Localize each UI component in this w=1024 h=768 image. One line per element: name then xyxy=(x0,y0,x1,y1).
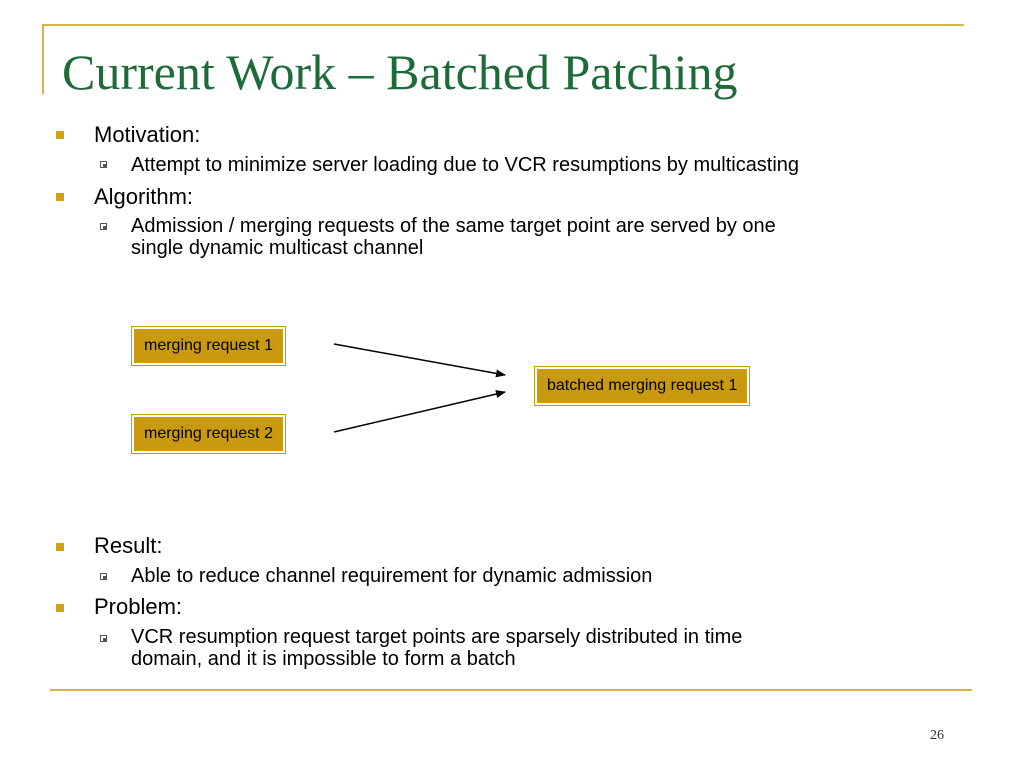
checkbox-bullet-icon xyxy=(100,573,107,580)
bottom-border-line xyxy=(50,689,972,691)
page-number: 26 xyxy=(930,728,944,743)
arrow-request-1-to-batch xyxy=(333,343,506,378)
bullet-algorithm: Algorithm: xyxy=(94,184,194,209)
checkbox-bullet-icon xyxy=(100,635,107,642)
algorithm-detail-line-1: Admission / merging requests of the same… xyxy=(131,215,776,237)
bullet-motivation: Motivation: xyxy=(94,122,201,147)
bullet-result: Result: xyxy=(94,533,163,558)
checkbox-bullet-icon xyxy=(100,161,107,168)
problem-detail: VCR resumption request target points are… xyxy=(131,626,951,670)
square-bullet-icon xyxy=(56,193,64,201)
square-bullet-icon xyxy=(56,543,64,551)
algorithm-detail: Admission / merging requests of the same… xyxy=(131,215,951,259)
merging-request-2-box: merging request 2 xyxy=(131,414,286,454)
batched-merging-request-box: batched merging request 1 xyxy=(533,366,751,406)
slide-title: Current Work – Batched Patching xyxy=(62,44,738,100)
arrow-request-2-to-batch xyxy=(333,390,506,433)
square-bullet-icon xyxy=(56,604,64,612)
algorithm-detail-line-2: single dynamic multicast channel xyxy=(131,237,424,259)
square-bullet-icon xyxy=(56,131,64,139)
left-border-line xyxy=(42,24,44,94)
motivation-detail: Attempt to minimize server loading due t… xyxy=(131,154,800,176)
result-detail: Able to reduce channel requirement for d… xyxy=(131,565,653,587)
top-border-line xyxy=(42,24,964,26)
checkbox-bullet-icon xyxy=(100,223,107,230)
problem-detail-line-1: VCR resumption request target points are… xyxy=(131,626,743,648)
merging-request-1-box: merging request 1 xyxy=(131,326,286,366)
bullet-problem: Problem: xyxy=(94,594,183,619)
problem-detail-line-2: domain, and it is impossible to form a b… xyxy=(131,648,516,670)
